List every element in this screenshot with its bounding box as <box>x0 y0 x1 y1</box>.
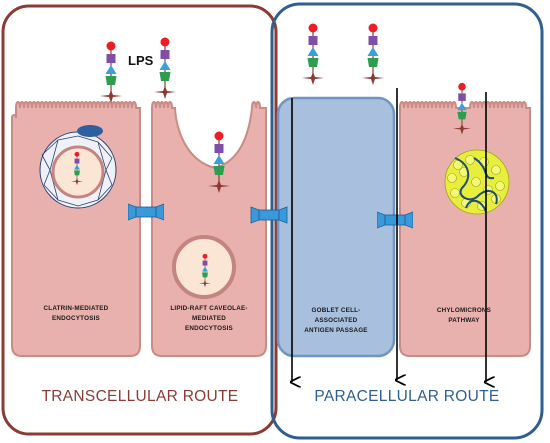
transcellular-route-label: TRANSCELLULAR ROUTE <box>42 388 239 405</box>
tight-junction-2 <box>250 206 288 224</box>
clathrin-patch <box>77 125 103 137</box>
goblet-cell <box>276 96 396 358</box>
caveolae-vesicle <box>172 235 236 299</box>
cell-label-line: GOBLET CELL- <box>312 307 361 314</box>
cell-label-line: ANTIGEN PASSAGE <box>304 327 367 334</box>
cell-lipid-raft <box>151 101 267 357</box>
cell-label-line: ASSOCIATED <box>315 317 358 324</box>
lps-molecule-top-2 <box>153 36 177 100</box>
chylomicron <box>444 149 510 215</box>
tight-junction-1 <box>128 203 164 221</box>
cell-label-clathrin: CLATRIN-MEDIATED ENDOCYTOSIS <box>44 305 109 322</box>
cell-label-goblet: GOBLET CELL- ASSOCIATED ANTIGEN PASSAGE <box>304 307 367 334</box>
lps-molecule-goblet-1 <box>301 22 325 86</box>
lps-molecule-top-left <box>99 40 123 104</box>
lps-molecule-goblet-2 <box>361 22 385 86</box>
lps-label: LPS <box>128 53 154 68</box>
cell-label-line: ENDOCYTOSIS <box>185 325 233 332</box>
cell-label-line: CHYLOMICRONS <box>437 307 491 314</box>
cell-label-line: LIPID-RAFT CAVEOLAE- <box>170 305 247 312</box>
clathrin-coated-vesicle <box>39 131 117 209</box>
paracellular-route-frame <box>270 2 544 440</box>
cell-label-line: MEDIATED <box>192 315 226 322</box>
cell-label-line: ENDOCYTOSIS <box>52 315 100 322</box>
paracellular-route-label: PARACELLULAR ROUTE <box>314 388 499 405</box>
cell-label-line: PATHWAY <box>448 317 480 324</box>
cell-label-lipid-raft: LIPID-RAFT CAVEOLAE- MEDIATED ENDOCYTOSI… <box>170 305 247 332</box>
cell-label-chylomicron: CHYLOMICRONS PATHWAY <box>437 307 491 324</box>
cell-label-line: CLATRIN-MEDIATED <box>44 305 109 312</box>
